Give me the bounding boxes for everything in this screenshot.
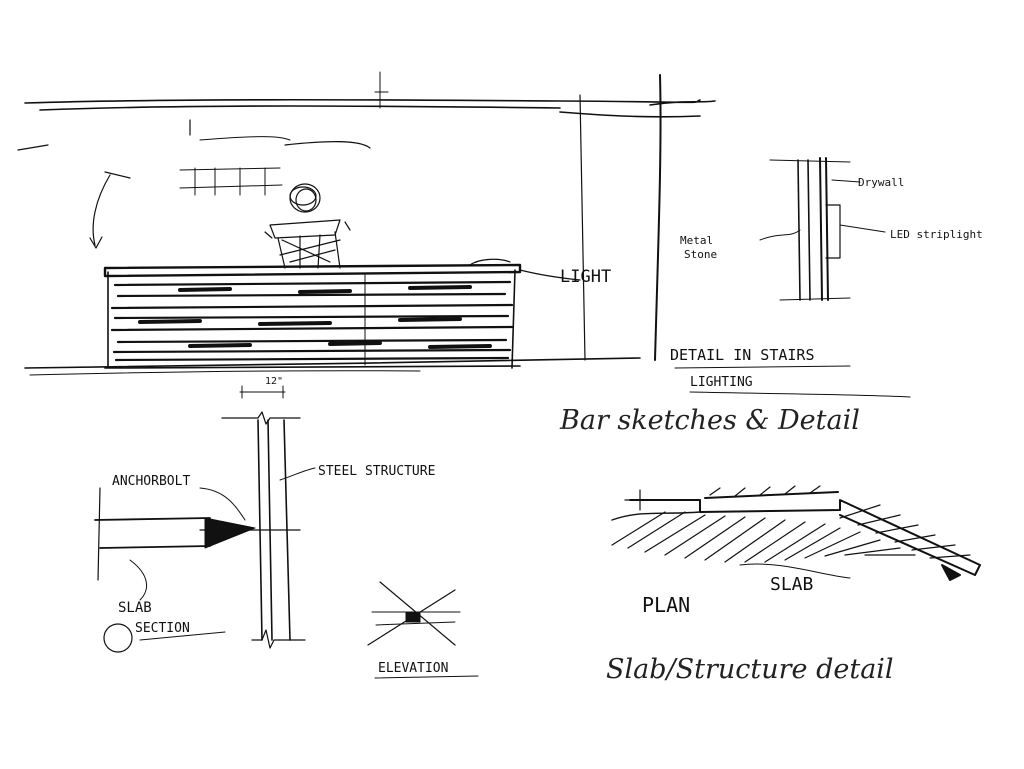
detail-underline	[674, 365, 851, 369]
wall-detail	[759, 157, 886, 301]
anchor-label: ANCHORBOLT	[112, 474, 190, 489]
caption-slab: Slab/Structure detail	[606, 654, 894, 685]
lighting-note: LIGHTING	[690, 375, 753, 390]
light-label: LIGHT	[560, 267, 611, 287]
section-label: SECTION	[135, 621, 190, 636]
dimension-label: 12"	[265, 376, 283, 387]
detail-note: DETAIL IN STAIRS	[670, 346, 815, 364]
caption-bar: Bar sketches & Detail	[559, 405, 860, 436]
plan-label: PLAN	[642, 593, 690, 617]
elevation-underline	[374, 675, 479, 679]
bar-elevation	[24, 183, 641, 376]
led-label: LED striplight	[890, 228, 983, 241]
elevation-symbol	[367, 581, 461, 646]
elevation-label: ELEVATION	[378, 661, 448, 676]
metal-label-line1: Metal	[680, 234, 713, 247]
slab-plan-label: SLAB	[770, 574, 813, 595]
slab-plan	[611, 485, 981, 581]
steel-label: STEEL STRUCTURE	[318, 464, 435, 479]
metal-label-line2: Stone	[684, 248, 717, 261]
drywall-label: Drywall	[858, 176, 904, 189]
lighting-underline	[689, 391, 911, 398]
ceiling-lines	[17, 71, 716, 361]
steel-section	[94, 385, 316, 653]
slab-section-label: SLAB	[118, 600, 152, 616]
